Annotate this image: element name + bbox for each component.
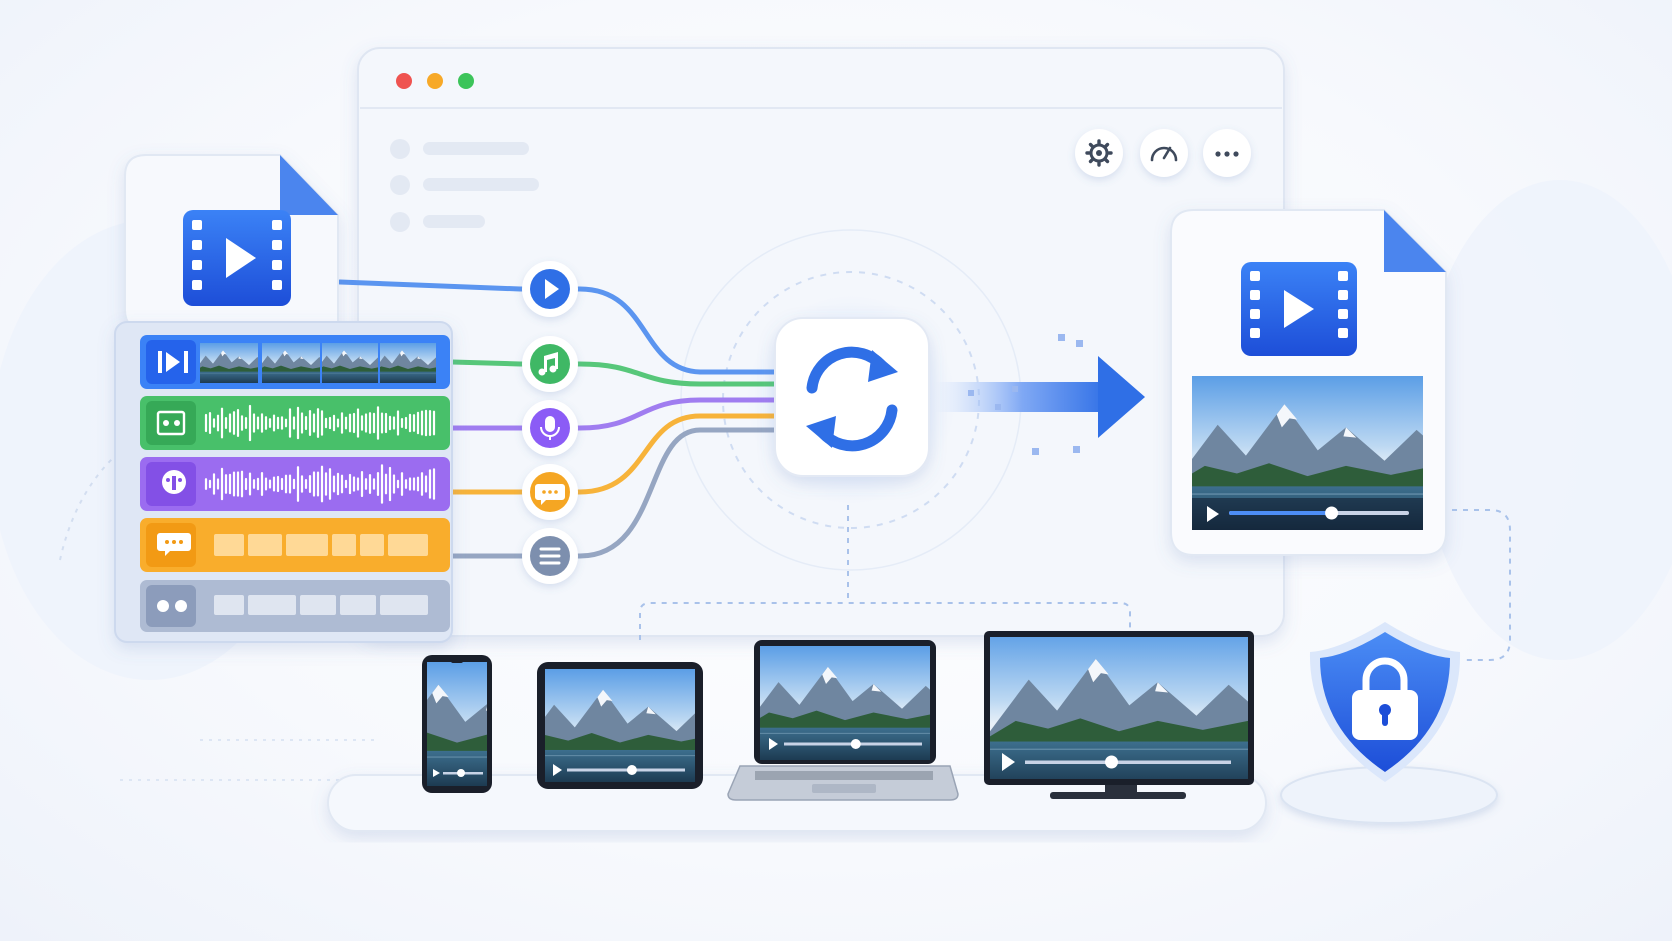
connector-node-voice [522, 400, 578, 456]
connector-node-subtitles [522, 464, 578, 520]
progress-track[interactable] [1025, 761, 1231, 765]
tv-device [984, 631, 1254, 799]
window-maximize-button[interactable] [458, 73, 474, 89]
progress-knob[interactable] [627, 765, 637, 775]
tablet-device [526, 662, 714, 789]
progress-knob[interactable] [851, 739, 861, 749]
settings-button[interactable] [1075, 129, 1123, 177]
progress-knob[interactable] [1325, 507, 1338, 520]
gear-icon [1087, 141, 1111, 165]
phone-device [354, 655, 561, 793]
progress-knob[interactable] [457, 769, 465, 777]
track-stack [115, 322, 452, 642]
security-shield [1281, 622, 1497, 823]
window-minimize-button[interactable] [427, 73, 443, 89]
convert-button[interactable] [775, 318, 929, 476]
data-track[interactable] [140, 580, 450, 632]
more-button[interactable] [1203, 129, 1251, 177]
voice-track-icon [162, 470, 186, 494]
window-close-button[interactable] [396, 73, 412, 89]
video-track-thumbnails [196, 343, 442, 383]
subtitle-track[interactable] [140, 518, 450, 572]
performance-button[interactable] [1140, 129, 1188, 177]
video-file-icon [1241, 262, 1357, 356]
audio-track[interactable] [140, 396, 450, 450]
voice-track[interactable] [140, 457, 450, 511]
progress-track[interactable] [567, 769, 685, 772]
more-icon [1215, 151, 1238, 156]
connector-node-data [522, 528, 578, 584]
video-track[interactable] [140, 335, 450, 389]
output-video-file [1171, 210, 1446, 555]
video-file-icon [183, 210, 291, 306]
output-video-player[interactable] [1179, 376, 1436, 530]
laptop-device [728, 640, 958, 800]
connector-node-video [522, 261, 578, 317]
progress-fill [1229, 511, 1332, 515]
source-video-file [125, 155, 338, 330]
progress-knob[interactable] [1105, 756, 1118, 769]
connector-node-audio [522, 336, 578, 392]
